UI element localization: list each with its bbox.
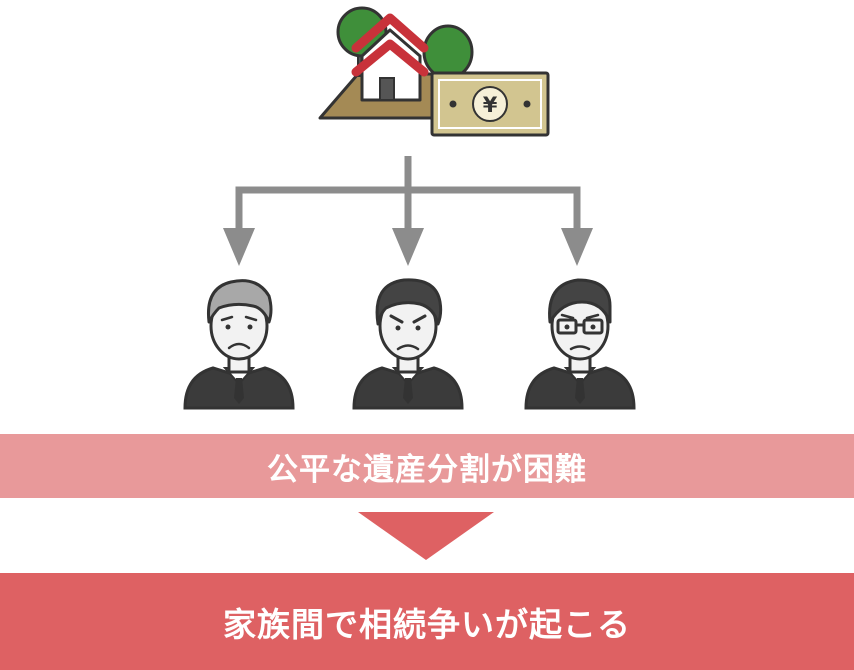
arrow-down-icon [223, 228, 255, 266]
branch-line [235, 186, 581, 232]
heir-older-icon [183, 279, 295, 410]
result-banner-text: 家族間で相続争いが起こる [223, 604, 631, 644]
yen-symbol: ¥ [483, 93, 498, 117]
house-icon [351, 13, 429, 102]
difficulty-banner: 公平な遺産分割が困難 [0, 434, 854, 498]
heir-middle-icon [352, 278, 464, 410]
result-banner: 家族間で相続争いが起こる [0, 573, 854, 670]
branch-arrows [223, 156, 593, 266]
difficulty-banner-text: 公平な遺産分割が困難 [267, 451, 587, 488]
arrow-down-icon [561, 228, 593, 266]
arrow-down-icon [392, 228, 424, 266]
banknote-icon: ¥ [430, 71, 550, 137]
inheritance-assets-illustration: ¥ [318, 6, 550, 137]
heir-glasses-icon [524, 278, 636, 410]
down-triangle-icon [358, 512, 494, 560]
glasses-icon [556, 318, 604, 335]
